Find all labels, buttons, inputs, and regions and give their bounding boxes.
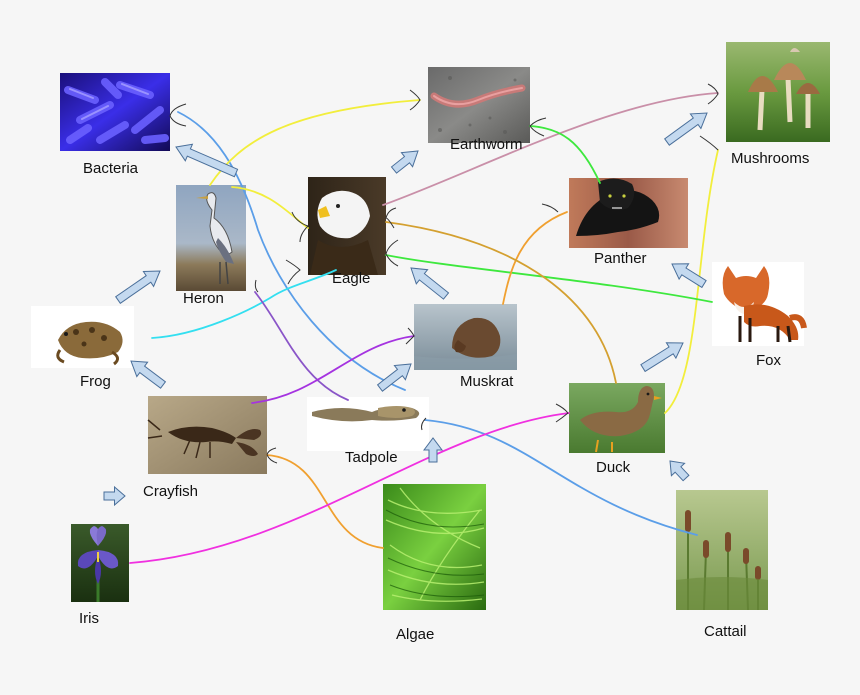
- block-arrow-tadpole: [423, 437, 443, 463]
- block-arrows: [103, 112, 708, 507]
- link-panther-earthworm: [529, 125, 601, 184]
- mushrooms-picture: [726, 42, 830, 142]
- iris-picture: [71, 524, 129, 602]
- bacteria-picture: [60, 73, 170, 151]
- iris-label: Iris: [79, 610, 99, 627]
- link-curves: [129, 92, 719, 564]
- link-cattail-tadpole: [424, 419, 698, 536]
- eagle-label: Eagle: [332, 270, 371, 287]
- link-muskrat-panther: [502, 211, 568, 305]
- heron-label: Heron: [183, 290, 224, 307]
- mushrooms-label: Mushrooms: [731, 150, 810, 167]
- algae-picture: [383, 484, 486, 610]
- block-arrow-earthworm: [390, 150, 419, 174]
- block-arrow-heron: [115, 270, 161, 304]
- heron-picture: [176, 185, 246, 291]
- link-duck-eagle: [385, 221, 617, 384]
- panther-label: Panther: [594, 250, 647, 267]
- block-arrow-bacteria: [175, 143, 239, 178]
- block-arrow-mushrooms: [664, 112, 708, 146]
- panther-picture: [569, 178, 688, 248]
- frog-label: Frog: [80, 373, 111, 390]
- duck-label: Duck: [596, 459, 631, 476]
- algae-label: Algae: [396, 626, 435, 643]
- link-heron-earthworm: [209, 99, 421, 186]
- fox-label: Fox: [756, 352, 782, 369]
- cattail-picture: [676, 490, 768, 611]
- block-arrow-eagle: [410, 267, 450, 300]
- cattail-label: Cattail: [704, 623, 747, 640]
- link-fox-eagle: [385, 254, 713, 303]
- bacteria-label: Bacteria: [83, 160, 139, 177]
- link-duck-mushrooms: [664, 149, 719, 414]
- eagle-picture: [308, 177, 386, 275]
- earthworm-label: Earthworm: [450, 136, 523, 153]
- block-arrow-duck: [669, 460, 690, 482]
- earthworm-picture: [428, 67, 530, 143]
- muskrat-picture: [414, 304, 517, 370]
- link-eagle-mushrooms: [382, 92, 719, 206]
- block-arrow-frog: [130, 360, 167, 389]
- block-arrow-panther: [671, 263, 707, 289]
- tadpole-label: Tadpole: [345, 449, 398, 466]
- link-frog-eagle: [151, 269, 337, 339]
- block-arrow-fox: [640, 342, 684, 373]
- block-arrow-crayfish: [103, 485, 126, 507]
- duck-picture: [569, 383, 665, 453]
- frog-picture: [31, 306, 134, 368]
- block-arrow-muskrat: [376, 363, 412, 392]
- crayfish-label: Crayfish: [143, 483, 199, 500]
- tadpole-picture: [307, 397, 429, 451]
- crayfish-picture: [147, 396, 267, 474]
- fox-picture: [712, 262, 807, 346]
- link-arrowheads: [169, 83, 719, 464]
- link-tadpole-bacteria: [177, 111, 406, 391]
- link-tadpole-heron: [254, 291, 349, 401]
- link-algae-crayfish: [266, 454, 384, 549]
- muskrat-label: Muskrat: [460, 373, 514, 390]
- link-iris-duck: [129, 412, 570, 564]
- link-crayfish-muskrat: [251, 335, 415, 404]
